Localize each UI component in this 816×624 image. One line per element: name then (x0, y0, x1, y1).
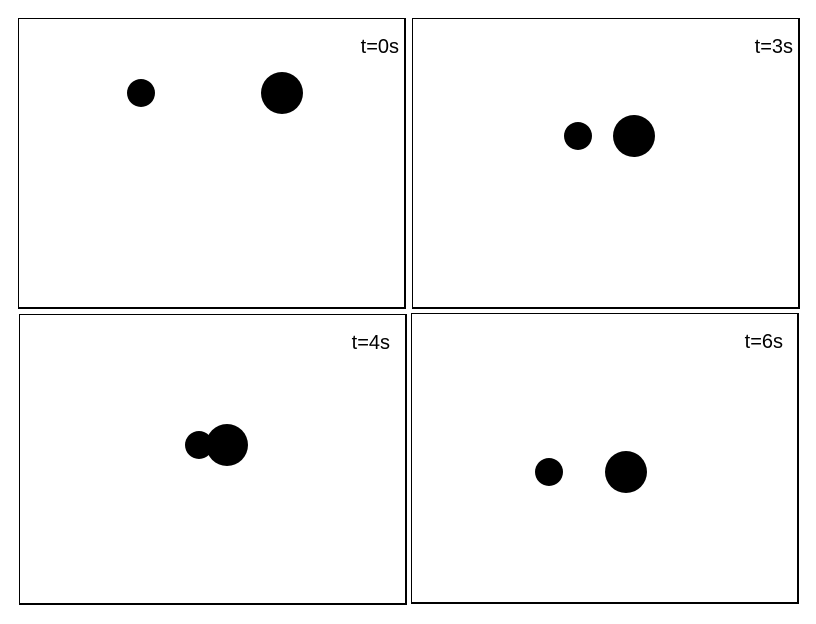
small-ball (127, 79, 155, 107)
time-label: t=4s (351, 332, 390, 354)
time-label: t=3s (754, 36, 793, 58)
large-ball (613, 115, 655, 157)
frame-t4: t=4s (19, 314, 407, 605)
small-ball (564, 122, 592, 150)
time-label: t=0s (360, 36, 399, 58)
time-label: t=6s (744, 331, 783, 353)
frame-t0: t=0s (18, 18, 406, 309)
frame-t3: t=3s (412, 18, 800, 309)
large-ball (261, 72, 303, 114)
frame-t6: t=6s (411, 313, 799, 604)
small-ball (535, 458, 563, 486)
large-ball (605, 451, 647, 493)
large-ball (206, 424, 248, 466)
